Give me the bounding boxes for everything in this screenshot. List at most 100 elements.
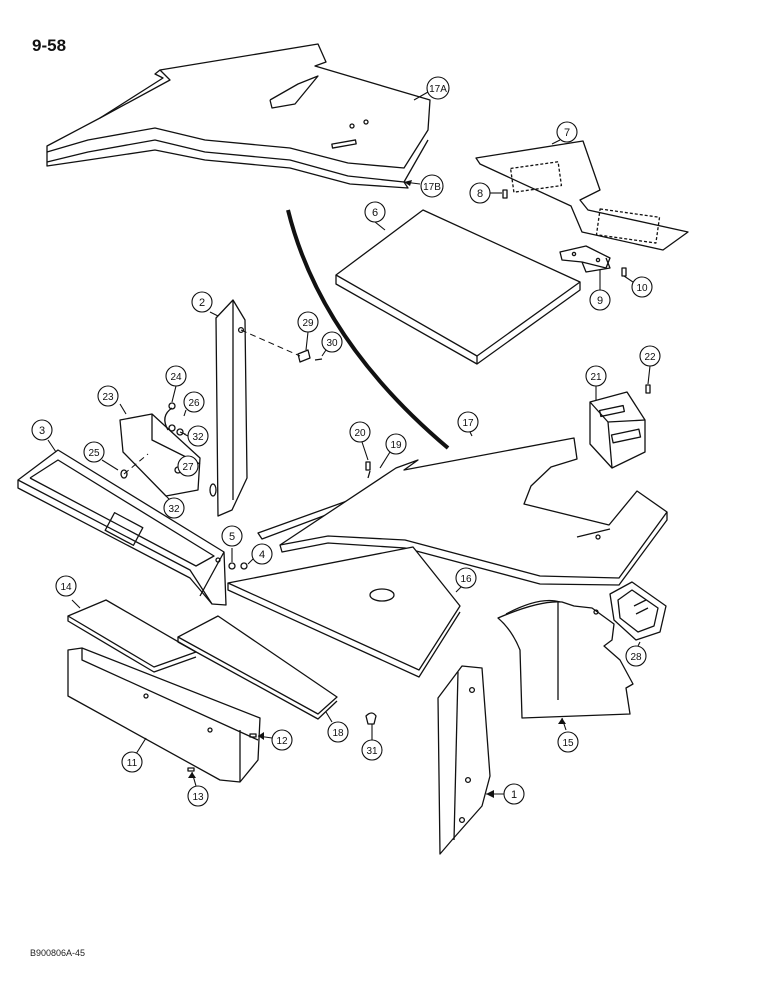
floor-pad-18 [177,615,338,720]
callout-17b: 17B [403,174,444,198]
svg-text:14: 14 [60,582,72,593]
figure-code: B900806A-45 [30,948,86,958]
svg-text:4: 4 [259,549,265,561]
floor-pad-6 [335,209,581,365]
callout-18: 18 [325,711,349,743]
svg-text:9: 9 [597,295,603,307]
pointer-arrows [188,180,566,798]
svg-text:32: 32 [192,432,204,443]
svg-text:17: 17 [462,418,474,429]
svg-text:2: 2 [199,297,205,309]
svg-text:28: 28 [630,652,642,663]
fastener-5 [228,562,236,570]
callout-32-lower: 32 [163,495,185,519]
callout-17: 17 [457,411,479,437]
side-shield-15 [497,599,634,719]
callout-32-upper: 32 [183,425,209,447]
fastener-8 [502,189,508,199]
svg-text:23: 23 [102,392,114,403]
svg-text:5: 5 [229,531,235,543]
vertical-post-1 [437,665,491,855]
callout-23: 23 [97,385,127,415]
svg-text:10: 10 [636,283,648,294]
svg-text:20: 20 [354,428,366,439]
lamp-lens-28 [609,581,667,641]
main-floor-plate-17 [279,437,668,586]
callout-30: 30 [321,331,343,357]
callout-2: 2 [191,291,219,317]
svg-text:26: 26 [188,398,200,409]
callout-19: 19 [379,433,407,469]
svg-text:25: 25 [88,448,100,459]
fastener-12 [249,733,257,738]
svg-text:7: 7 [564,127,570,139]
svg-text:24: 24 [170,372,182,383]
storage-box-21 [589,391,646,469]
fastener-22 [645,384,651,394]
fastener-20 [365,461,371,471]
callout-10: 10 [623,275,653,298]
svg-text:27: 27 [182,462,194,473]
callout-9: 9 [589,270,611,311]
svg-text:12: 12 [276,736,288,747]
svg-text:15: 15 [562,738,574,749]
callout-17a: 17A [413,76,450,101]
callout-3: 3 [31,419,57,453]
switch-bracket-23 [119,413,201,497]
channel-guard-11 [67,647,261,783]
svg-text:1: 1 [511,789,517,801]
callout-15: 15 [557,717,579,753]
callout-28: 28 [625,641,647,667]
svg-text:29: 29 [302,318,314,329]
callout-25: 25 [83,441,119,471]
callout-7: 7 [551,121,578,145]
svg-text:6: 6 [372,207,378,219]
svg-text:17B: 17B [423,182,441,193]
callout-8: 8 [469,182,502,204]
fastener-10 [621,267,627,277]
callout-4: 4 [247,543,273,565]
svg-text:22: 22 [644,352,656,363]
fastener-13 [187,767,195,772]
plug-31 [365,712,377,725]
clip-29 [297,349,323,363]
svg-text:8: 8 [477,188,483,200]
vertical-post-2 [209,299,248,517]
svg-text:32: 32 [168,504,180,515]
svg-text:19: 19 [390,440,402,451]
separation-arc [286,209,450,450]
svg-text:3: 3 [39,425,45,437]
console-tray-3 [17,449,227,606]
callout-26: 26 [183,391,205,417]
callout-29: 29 [297,311,319,351]
fastener-24 [164,402,176,431]
svg-text:30: 30 [326,338,338,349]
svg-text:21: 21 [590,372,602,383]
floor-plate-17a-17b [46,43,431,189]
hinge-bracket-9 [559,245,611,273]
fastener-32 [176,428,184,436]
svg-text:18: 18 [332,728,344,739]
svg-text:16: 16 [460,574,472,585]
page-number: 9-58 [32,36,67,55]
fastener-4 [240,562,248,570]
callout-1: 1 [486,783,525,805]
callout-27: 27 [177,455,199,477]
callout-11: 11 [121,737,147,773]
floor-panel-16 [227,546,461,678]
callout-20: 20 [349,421,371,461]
callout-14: 14 [55,575,81,609]
callout-22: 22 [639,345,661,385]
svg-text:11: 11 [127,758,138,769]
callout-21: 21 [585,365,607,400]
hinged-cover-7 [475,140,689,251]
callout-6: 6 [364,201,386,231]
callout-5: 5 [221,525,243,562]
callout-13: 13 [187,771,209,807]
callout-16: 16 [455,567,477,593]
svg-text:13: 13 [192,792,204,803]
svg-text:31: 31 [366,746,378,757]
callout-24: 24 [165,365,187,403]
